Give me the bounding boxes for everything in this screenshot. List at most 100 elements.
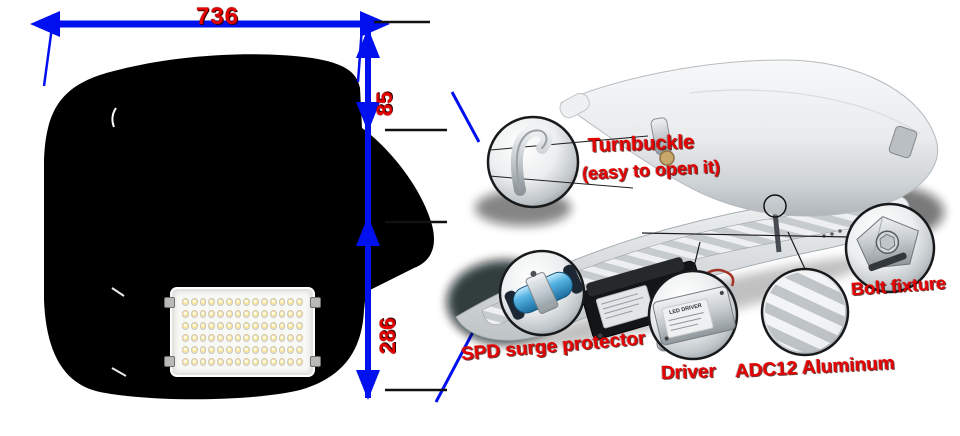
led-chip bbox=[234, 322, 242, 330]
led-chip bbox=[243, 334, 251, 342]
led-chip bbox=[182, 346, 189, 354]
led-chip bbox=[225, 298, 233, 306]
led-chip bbox=[287, 298, 295, 306]
module-clip bbox=[310, 297, 321, 308]
led-chip bbox=[278, 334, 286, 342]
height-width-dimension-line bbox=[356, 20, 481, 403]
led-grid bbox=[174, 291, 311, 373]
led-chip bbox=[190, 334, 198, 342]
housing-detail-mark bbox=[111, 107, 117, 128]
led-chip bbox=[217, 334, 224, 342]
led-chip bbox=[287, 322, 295, 330]
led-chip bbox=[217, 358, 224, 366]
heatsink-fins-icon bbox=[765, 272, 845, 352]
led-chip bbox=[190, 322, 198, 330]
length-dimension-line bbox=[30, 11, 390, 87]
driver-icon: LED DRIVER bbox=[652, 286, 736, 346]
dimension-length-label: 736 bbox=[196, 3, 240, 30]
housing-detail-mark bbox=[111, 367, 127, 377]
led-chip bbox=[252, 310, 260, 318]
turnbuckle-label: Turnbuckle bbox=[587, 131, 695, 157]
led-chip bbox=[182, 310, 189, 318]
led-chip bbox=[225, 310, 233, 318]
led-chip bbox=[278, 346, 286, 354]
led-chip bbox=[208, 322, 216, 330]
led-chip bbox=[182, 322, 189, 330]
clip-knob bbox=[659, 150, 675, 166]
led-chip bbox=[278, 310, 286, 318]
photo-opened-lamp: LED DRIVER bbox=[447, 59, 944, 361]
cover-hinge bbox=[888, 125, 918, 159]
led-chip bbox=[199, 298, 207, 306]
bolt-fixture-icon bbox=[856, 216, 919, 272]
led-chip bbox=[217, 298, 224, 306]
module-clip bbox=[164, 356, 175, 367]
led-chip bbox=[190, 346, 198, 354]
cover-seam bbox=[689, 89, 921, 135]
led-chip bbox=[182, 298, 189, 306]
led-chip bbox=[296, 310, 303, 318]
led-chip bbox=[243, 346, 251, 354]
surge-protector-icon bbox=[504, 264, 584, 320]
led-chip bbox=[278, 298, 286, 306]
led-chip bbox=[296, 298, 303, 306]
led-chip bbox=[269, 310, 277, 318]
lamp-bottom-view-silhouette bbox=[44, 54, 434, 400]
led-chip bbox=[261, 346, 268, 354]
led-chip bbox=[261, 322, 268, 330]
led-chip bbox=[269, 322, 277, 330]
led-chip bbox=[208, 358, 216, 366]
led-chip bbox=[199, 310, 207, 318]
led-chip bbox=[269, 334, 277, 342]
led-chip bbox=[243, 310, 251, 318]
led-chip bbox=[261, 334, 268, 342]
housing-detail-mark bbox=[111, 287, 125, 297]
turnbuckle-clip-icon bbox=[510, 124, 553, 196]
led-chip bbox=[208, 346, 216, 354]
cover-spout bbox=[559, 92, 590, 119]
driver-label: Driver bbox=[660, 361, 717, 384]
led-chip bbox=[208, 310, 216, 318]
led-chip bbox=[217, 346, 224, 354]
led-chip bbox=[243, 358, 251, 366]
leader-line-bolt bbox=[641, 232, 851, 238]
led-chip bbox=[234, 298, 242, 306]
led-chip bbox=[225, 334, 233, 342]
led-chip bbox=[234, 310, 242, 318]
led-chip bbox=[261, 358, 268, 366]
led-chip bbox=[225, 358, 233, 366]
led-chip bbox=[252, 358, 260, 366]
led-chip bbox=[199, 334, 207, 342]
led-chip bbox=[269, 346, 277, 354]
module-clip bbox=[310, 356, 321, 367]
led-chip bbox=[287, 346, 295, 354]
led-chip bbox=[208, 334, 216, 342]
dimension-width-label: 286 bbox=[375, 317, 400, 355]
led-chip bbox=[278, 322, 286, 330]
led-chip bbox=[217, 322, 224, 330]
led-chip bbox=[190, 358, 198, 366]
led-chip bbox=[199, 322, 207, 330]
led-chip bbox=[243, 298, 251, 306]
led-chip bbox=[287, 334, 295, 342]
led-module bbox=[164, 289, 321, 375]
led-chip bbox=[261, 310, 268, 318]
leader-line-driver bbox=[692, 241, 701, 272]
led-chip bbox=[225, 346, 233, 354]
led-chip bbox=[269, 358, 277, 366]
led-chip bbox=[296, 334, 303, 342]
led-chip bbox=[243, 322, 251, 330]
led-chip bbox=[296, 322, 303, 330]
dimension-height-label: 85 bbox=[372, 91, 397, 117]
led-chip bbox=[182, 334, 189, 342]
led-chip bbox=[182, 358, 189, 366]
leader-line-heatsink bbox=[787, 231, 806, 270]
led-chip bbox=[269, 298, 277, 306]
led-chip bbox=[217, 310, 224, 318]
led-chip bbox=[225, 322, 233, 330]
led-chip bbox=[199, 358, 207, 366]
led-chip bbox=[234, 346, 242, 354]
led-chip bbox=[252, 322, 260, 330]
